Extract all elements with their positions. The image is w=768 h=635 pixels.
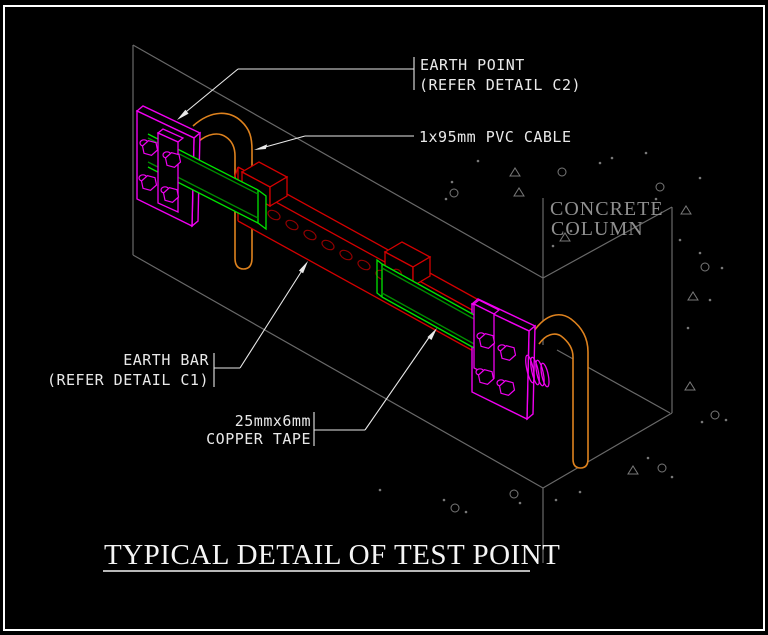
sheet-border <box>3 5 765 631</box>
arrowhead-copper-tape <box>427 328 437 340</box>
drawing-title: TYPICAL DETAIL OF TEST POINT <box>104 539 560 571</box>
leader-lines <box>177 57 437 446</box>
plate-bolts-right <box>475 332 517 396</box>
pvc-cable-right <box>533 314 589 469</box>
arrowhead-pvc-cable <box>254 144 268 150</box>
label-concrete-line1: CONCRETE <box>550 198 664 220</box>
pvc-cable-left <box>192 112 253 270</box>
annotations: EARTH POINT (REFER DETAIL C2) 1x95mm PVC… <box>47 56 664 448</box>
title-block: TYPICAL DETAIL OF TEST POINT <box>103 539 560 572</box>
label-earth-bar-line2: (REFER DETAIL C1) <box>47 371 209 389</box>
label-copper-tape-line2: COPPER TAPE <box>206 430 311 448</box>
arrowhead-earth-bar <box>298 261 308 274</box>
label-earth-point-line1: EARTH POINT <box>420 56 525 74</box>
cable-lug-coil <box>525 354 550 388</box>
aggregate-marks <box>378 151 728 514</box>
label-copper-tape-line1: 25mmx6mm <box>235 412 311 430</box>
label-earth-bar-line1: EARTH BAR <box>123 351 209 369</box>
concrete-column-outline <box>132 44 673 563</box>
label-pvc-cable: 1x95mm PVC CABLE <box>419 128 572 146</box>
label-earth-point-line2: (REFER DETAIL C2) <box>419 76 581 94</box>
label-concrete-line2: COLUMN <box>551 218 644 240</box>
plate-bolts-left <box>138 139 182 203</box>
arrowhead-earth-point <box>177 109 189 120</box>
